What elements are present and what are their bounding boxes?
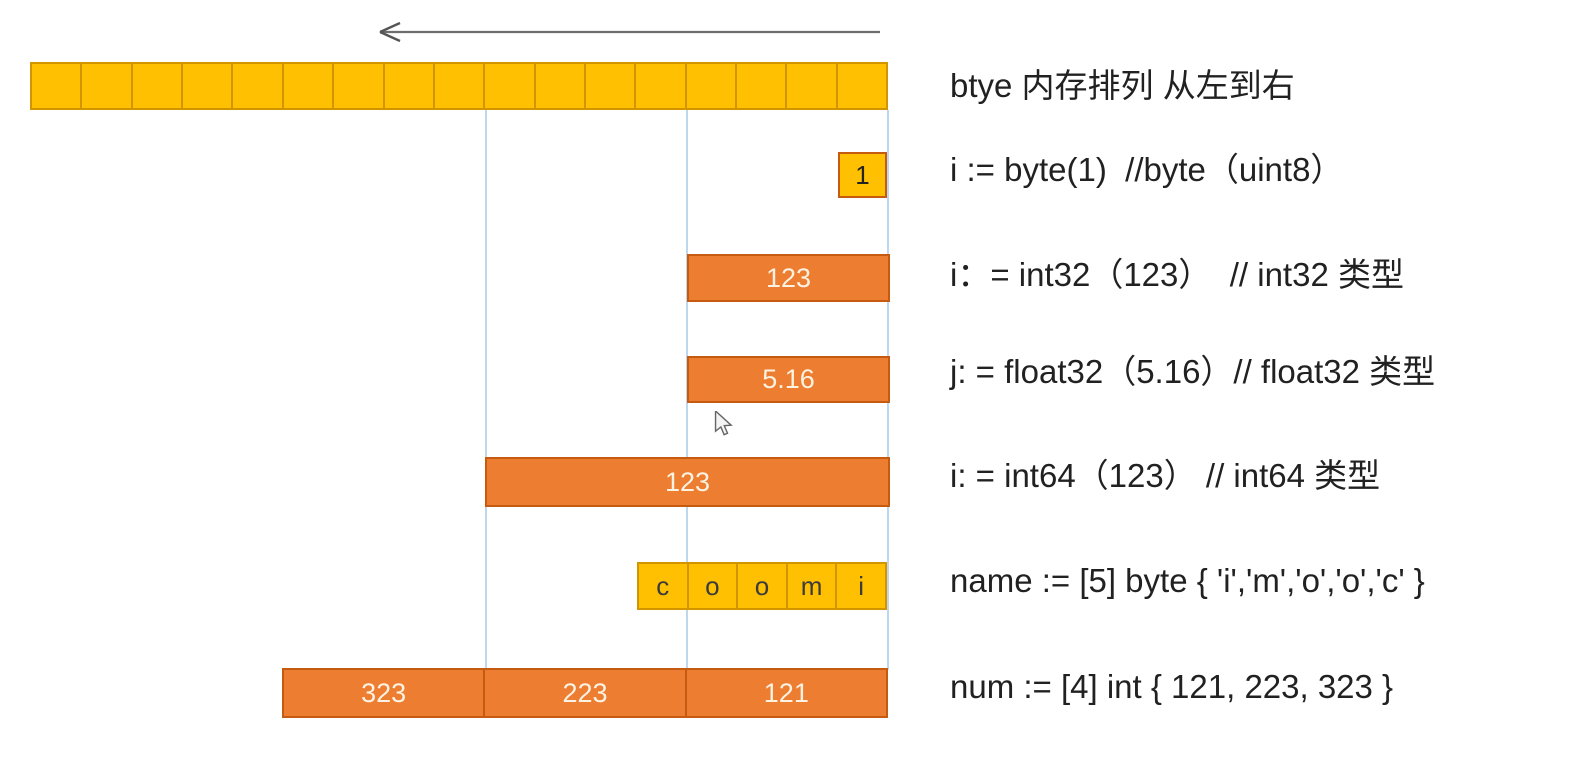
int64-value-box: 123 <box>485 457 890 507</box>
byte-cell <box>533 62 586 110</box>
byte-memory-row <box>30 62 889 110</box>
num-int-cell: 223 <box>483 668 687 718</box>
num-int-cell: 121 <box>684 668 888 718</box>
byte-cell <box>432 62 486 110</box>
name-byte-cell: i <box>835 562 887 610</box>
name-byte-cell: o <box>736 562 788 610</box>
byte-cell <box>735 62 788 110</box>
byte-cell <box>382 62 435 110</box>
byte-cell <box>30 62 83 110</box>
byte-value-box: 1 <box>838 152 887 198</box>
annotation-float32-decl: j: = float32（5.16）// float32 类型 <box>950 353 1436 390</box>
int32-value-box: 123 <box>687 254 890 302</box>
annotation-byte-decl: i := byte(1) //byte（uint8） <box>950 151 1344 188</box>
direction-arrow-left-icon <box>379 21 880 43</box>
annotation-num-decl: num := [4] int { 121, 223, 323 } <box>950 668 1394 705</box>
byte-cell <box>583 62 637 110</box>
byte-cell <box>181 62 234 110</box>
annotation-name-decl: name := [5] byte { 'i','m','o','o','c' } <box>950 562 1425 599</box>
byte-cell <box>231 62 284 110</box>
mouse-cursor-icon <box>714 411 733 436</box>
byte-cell <box>332 62 385 110</box>
byte-cell <box>684 62 738 110</box>
grid-line-vertical-1 <box>485 110 487 670</box>
annotation-int64-decl: i: = int64（123） // int64 类型 <box>950 457 1381 494</box>
byte-cell <box>835 62 889 110</box>
name-byte-cell: o <box>686 562 739 610</box>
byte-cell <box>281 62 335 110</box>
name-byte-cell: m <box>785 562 838 610</box>
byte-cell <box>483 62 536 110</box>
byte-cell <box>130 62 184 110</box>
name-byte-cell: c <box>637 562 689 610</box>
float32-value-box: 5.16 <box>687 356 890 403</box>
annotation-int32-decl: i：= int32（123） // int32 类型 <box>950 256 1404 293</box>
byte-cell <box>785 62 838 110</box>
num-int-cell: 323 <box>282 668 486 718</box>
byte-cell <box>634 62 687 110</box>
annotation-byte-order: btye 内存排列 从左到右 <box>950 67 1295 104</box>
byte-cell <box>80 62 133 110</box>
